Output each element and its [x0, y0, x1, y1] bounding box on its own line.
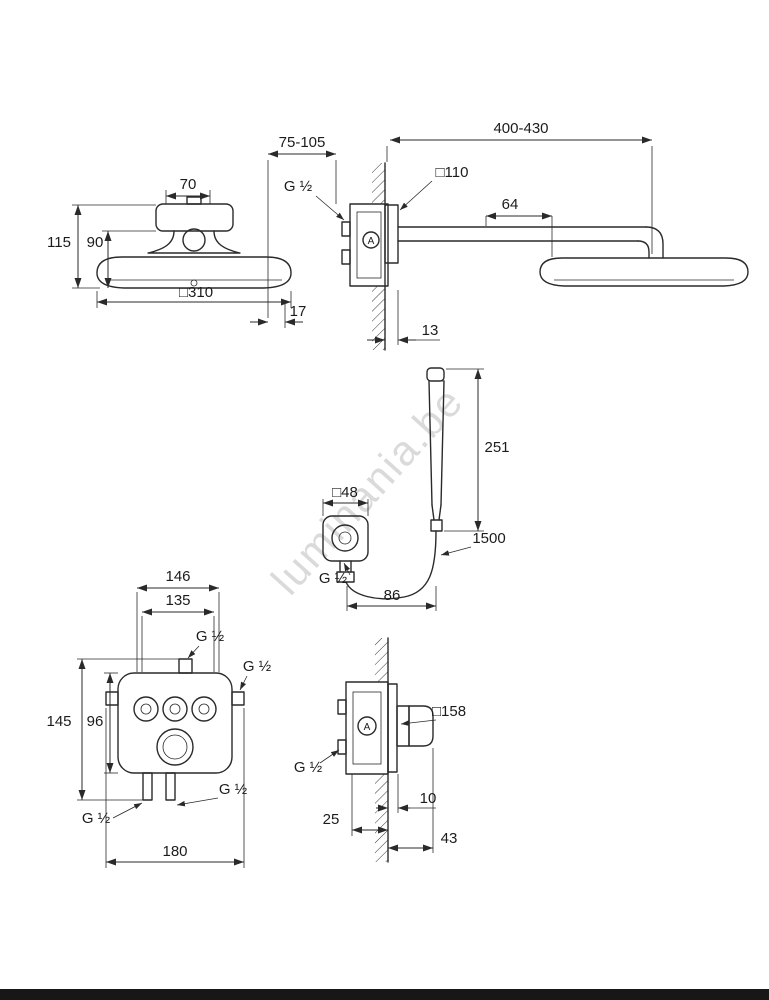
- select-knob-2: [162, 696, 188, 722]
- knob-knurl: [396, 705, 410, 747]
- thread-label-hand: G ½: [319, 570, 348, 587]
- dim-1500-label: 1500: [472, 530, 505, 547]
- temperature-knob-inner: [162, 734, 188, 760]
- body-mark-letter: A: [368, 236, 375, 247]
- concealed-valve-body: A: [337, 681, 389, 775]
- arm-elbow-outer: [645, 226, 664, 259]
- supply-stub: [186, 196, 202, 205]
- hand-shower-stick: [426, 367, 445, 532]
- thermostat-side-dimensions: □158 G ½ 25 10 43: [294, 703, 466, 853]
- bottom-bar: [0, 989, 769, 1000]
- concealed-arm-union: A: [341, 203, 399, 287]
- dim-90-label: 90: [87, 234, 104, 251]
- dim-13-label: 13: [422, 322, 439, 339]
- dim-135-label: 135: [165, 592, 190, 609]
- union-body-inner: [356, 211, 382, 279]
- valve-flange-top: [337, 699, 347, 715]
- thread-label-valve-bottom-left: G ½: [82, 810, 111, 827]
- shower-hose: [345, 530, 437, 600]
- bottom-stub-2: [165, 772, 176, 801]
- dim-146-label: 146: [165, 568, 190, 585]
- rough-in-body-inner: [352, 691, 382, 765]
- head-side-dimensions: 75-105 400-430 □110 64 G ½ 17 13: [250, 120, 653, 345]
- thermostat-front-dimensions: 146 135 G ½ G ½ 145 96 G ½ G ½ 1: [46, 568, 272, 868]
- dim-110-label: □110: [436, 164, 469, 181]
- head-front-dimensions: 70 115 90 □310: [47, 176, 292, 308]
- shower-head-front-outline: [96, 196, 292, 289]
- wall-outlet-holder: [322, 515, 369, 583]
- union-flange-top: [341, 221, 351, 237]
- wall-hatch-lower: [372, 286, 385, 350]
- wall-hatch-upper: [372, 163, 385, 204]
- trim-and-knob-side: [387, 683, 434, 773]
- dim-17-label: 17: [290, 303, 307, 320]
- shower-head-front-view: 70 115 90 □310: [47, 176, 292, 308]
- temperature-knob: [156, 728, 194, 766]
- select-knob-1-inner: [140, 703, 152, 715]
- select-knob-2-inner: [169, 703, 181, 715]
- thread-label-valve-right: G ½: [243, 658, 272, 675]
- dim-86-label: 86: [384, 587, 401, 604]
- thermostat-front-view: 146 135 G ½ G ½ 145 96 G ½ G ½ 1: [46, 568, 272, 868]
- dim-145-label: 145: [46, 713, 71, 730]
- dim-25-label: 25: [323, 811, 340, 828]
- right-connection-stub: [231, 691, 245, 706]
- bottom-stub-1: [142, 772, 153, 801]
- body-mark-circle: [362, 231, 380, 249]
- valve-mark-letter: A: [364, 722, 371, 733]
- outlet-holder-ring: [331, 524, 359, 552]
- outlet-escutcheon: [322, 515, 369, 562]
- stick-connector-nut: [430, 519, 443, 532]
- dim-43-label: 43: [441, 830, 458, 847]
- dim-10-label: 10: [420, 790, 437, 807]
- ball-joint: [182, 228, 206, 252]
- valve-flange-bottom: [337, 739, 347, 755]
- ceiling-escutcheon: [155, 203, 234, 232]
- dim-180-label: 180: [162, 843, 187, 860]
- outlet-holder-inner: [338, 531, 352, 545]
- dim-158-label: □158: [432, 703, 466, 720]
- dim-48-label: □48: [332, 484, 358, 501]
- valve-mark-circle: [357, 716, 377, 736]
- dim-75-105-label: 75-105: [279, 134, 326, 151]
- thermostat-front-outline: [105, 658, 245, 801]
- arm-escutcheon: [384, 204, 399, 264]
- select-knob-1: [133, 696, 159, 722]
- dim-64-label: 64: [502, 196, 519, 213]
- union-flange-bottom: [341, 249, 351, 265]
- hand-shower-dimensions: 251 □48 1500 G ½ 86: [319, 368, 510, 611]
- select-knob-3: [191, 696, 217, 722]
- trim-plate-side: [387, 683, 398, 773]
- dim-115-label: 115: [47, 234, 71, 251]
- arm-elbow-inner: [637, 240, 650, 259]
- shower-head-side-view: A 75-105 400-430 □110 64 G: [250, 120, 749, 351]
- thread-label-valve-bottom-right: G ½: [219, 781, 248, 798]
- thread-label-valve-side: G ½: [294, 759, 323, 776]
- head-neck: [147, 230, 241, 254]
- dim-70-label: 70: [180, 176, 197, 193]
- select-knob-3-inner: [198, 703, 210, 715]
- union-body: [349, 203, 389, 287]
- thread-label-top: G ½: [284, 178, 313, 195]
- thermostat-side-view: A □158 G ½ 25 10 43: [294, 637, 466, 863]
- hand-shower-view: 251 □48 1500 G ½ 86: [319, 367, 510, 611]
- head-side-profile: [539, 257, 749, 287]
- wall-section-top: [372, 162, 386, 351]
- dim-96-label: 96: [87, 713, 104, 730]
- top-connection-stub: [178, 658, 193, 674]
- knob-cap-side: [408, 705, 434, 747]
- dim-251-label: 251: [484, 439, 509, 456]
- left-connection-stub: [105, 691, 119, 706]
- thermostat-plate: [117, 672, 233, 774]
- dim-400-430-label: 400-430: [493, 120, 548, 137]
- center-nozzle: [190, 279, 198, 287]
- wall-hatch-upper-2: [375, 638, 388, 682]
- shower-arm-and-head: [397, 226, 749, 287]
- dim-310-label: □310: [179, 284, 213, 301]
- wall-section-bottom: [375, 637, 389, 863]
- thread-label-valve-top: G ½: [196, 628, 225, 645]
- wall-hatch-lower-2: [375, 774, 388, 862]
